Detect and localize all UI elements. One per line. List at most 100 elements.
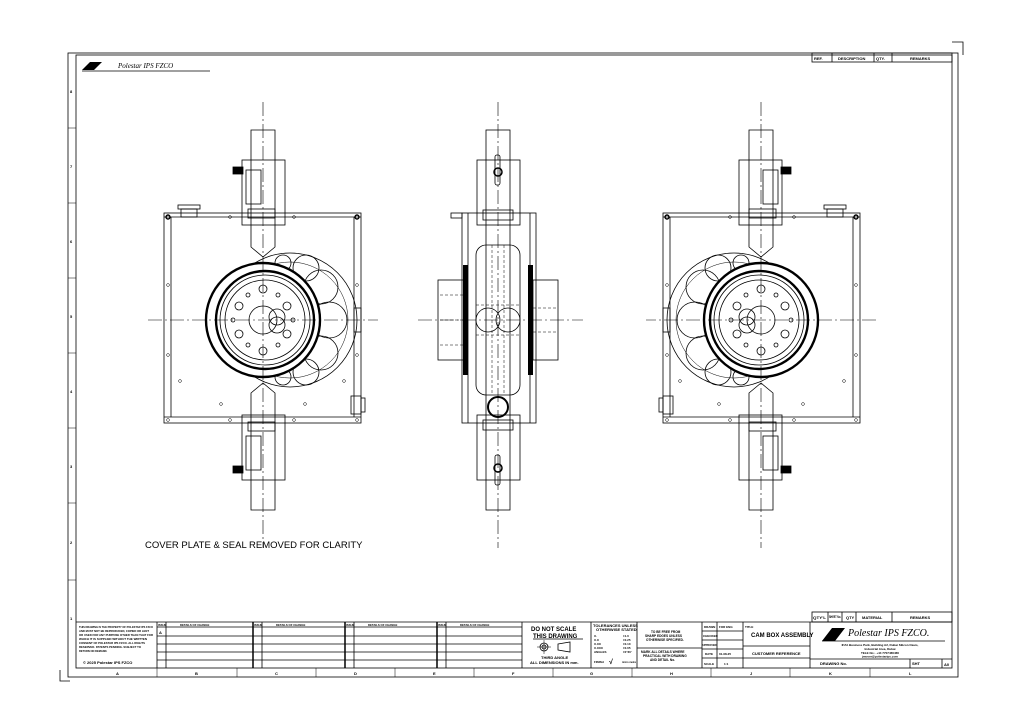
drawing-text: Industrial Area, Dubai xyxy=(865,647,896,651)
logo-mark-icon xyxy=(82,62,102,70)
drawing-text: X.X xyxy=(594,638,599,642)
drawing-text: ±0.05 xyxy=(623,646,631,650)
drawing-text: DRAWN xyxy=(704,625,715,629)
drawing-text: SHARP EDGES UNLESS xyxy=(645,634,682,638)
drawing-text: ANGLES xyxy=(594,650,607,654)
row-label: 1 xyxy=(70,616,73,621)
drawing-text: TO BE FREE FROM xyxy=(651,630,681,634)
col-label: G xyxy=(590,671,593,676)
drawing-text: ISSUE xyxy=(346,623,355,627)
row-label: 3 xyxy=(70,464,73,469)
surface-finish-icon: √ xyxy=(609,658,613,666)
drawing-text: APPROVED xyxy=(702,643,717,647)
col-label: H xyxy=(670,671,673,676)
drawing-text: RETURN ON DEMAND. xyxy=(79,649,108,653)
drawing-text: SHT xyxy=(912,661,921,666)
drawing-text: X. xyxy=(594,634,597,638)
col-label: C xyxy=(275,671,278,676)
drawing-text: ±1.0 xyxy=(623,634,629,638)
drawing-text: REMARKS xyxy=(910,56,931,61)
col-label: B xyxy=(195,671,198,676)
row-label: 4 xyxy=(70,389,73,394)
logo-text: Polestar IPS FZCO xyxy=(117,62,173,70)
drawing-text: DO NOT SCALE xyxy=(531,627,576,633)
drawing-text: ±0.25 xyxy=(623,638,631,642)
title-block: QTY'L SHEET No. QTY MATERIAL REMARKS THI… xyxy=(76,611,953,668)
right-side-view xyxy=(644,100,878,550)
col-label: A xyxy=(116,671,119,676)
drawing-text: DETAILS OF CHANGE xyxy=(180,623,209,627)
drawing-text: QTY. xyxy=(876,56,885,61)
company-logo-icon xyxy=(822,628,845,641)
drawing-text: IFZA Business Park, Building A2, Dubai S… xyxy=(842,643,919,647)
drawing-text: A0 xyxy=(944,662,950,667)
drawing-text: THIS DRAWING IS THE PROPERTY OF POLESTAR… xyxy=(79,625,153,629)
drawing-text: THIRD ANGLE xyxy=(541,655,569,660)
drawing-text: AND DETAIL No. xyxy=(650,658,675,662)
view-note: COVER PLATE & SEAL REMOVED FOR CLARITY xyxy=(145,540,363,551)
row-label: 6 xyxy=(70,239,73,244)
sheet-border-inner xyxy=(75,54,953,669)
drawing-text: ISSUE xyxy=(158,623,167,627)
drawing-text: SHEET No. xyxy=(829,614,841,619)
drawing-text: DETAILS OF CHANGE xyxy=(460,623,489,627)
third-angle-projection-icon xyxy=(537,640,571,654)
revision-a: A xyxy=(159,630,162,635)
drawing-text: ±0°30' xyxy=(623,650,632,654)
copyright: © 2025 Polestar IPS FZCO xyxy=(83,660,132,665)
drawing-text: PRACTICAL WITH DRAWING xyxy=(643,654,687,658)
drawing-text: DETAILS OF CHANGE xyxy=(368,623,397,627)
drawing-text: REF. xyxy=(814,56,823,61)
drawing-text: micro metre xyxy=(622,661,637,664)
row-label: 2 xyxy=(70,540,73,545)
drawing-text: TELE No:- +44 7707466466 xyxy=(861,651,899,655)
col-label: K xyxy=(829,671,832,676)
drawing-text: 01-08-25 xyxy=(719,652,731,656)
drawing-text: OTHERWISE STATED xyxy=(596,627,637,632)
drawing-text: OR USED FOR ANY PURPOSE OTHER THAN THAT … xyxy=(79,633,153,637)
drawing-text: DETAILS OF CHANGE xyxy=(276,623,305,627)
left-side-view xyxy=(146,100,380,550)
row-label: 8 xyxy=(70,89,73,94)
drawing-text: X.XX xyxy=(594,642,601,646)
drawing-text: FOR ENG xyxy=(719,625,733,629)
col-label: L xyxy=(909,671,912,676)
row-label: 5 xyxy=(70,314,73,319)
drawing-text: 1:1 xyxy=(724,662,729,666)
row-labels: 8 7 6 5 4 3 2 1 xyxy=(70,89,73,621)
drawing-text: DRAWING No. xyxy=(820,661,847,666)
drawing-text: ISSUE xyxy=(254,623,263,627)
drawing-title: CAM BOX ASSEMBLY xyxy=(751,633,814,639)
drawing-text: QTY xyxy=(846,615,855,620)
drawing-text: CHECKED xyxy=(703,634,719,638)
col-label: E xyxy=(433,671,436,676)
drawing-text: RESERVED. PATENTS PENDING. SUBJECT TO xyxy=(79,645,141,649)
drawing-text: AND MUST NOT BE REPRODUCED, COPIED OR LE… xyxy=(79,629,149,633)
drawing-text: FINISH xyxy=(594,660,604,664)
drawing-text: DATE xyxy=(705,652,713,656)
header-logo: Polestar IPS FZCO xyxy=(82,62,210,72)
company-name: Polestar IPS FZCO. xyxy=(847,628,929,639)
drawing-text: CONSENT OF POLESTAR IPS FZCO. ALL RIGHTS xyxy=(79,641,145,645)
drawing-text: TOLERANCES UNLESS xyxy=(593,623,638,628)
column-labels: A B C D E F G H J K L xyxy=(116,671,912,676)
drawing-text: MATERIAL xyxy=(862,615,883,620)
drawing-text: jmoore@polestarips.com xyxy=(861,655,898,659)
row-ticks xyxy=(68,127,871,677)
parts-list-header: REF. DESCRIPTION QTY. REMARKS xyxy=(811,52,953,63)
drawing-text: X.XXX xyxy=(594,646,603,650)
drawing-text: REMARKS xyxy=(910,615,931,620)
drawing-text: SCALE xyxy=(704,662,714,666)
drawing-text: QTY'L xyxy=(813,615,827,620)
drawing-text: OTHERWISE SPECIFIED. xyxy=(646,638,684,642)
row-label: 7 xyxy=(70,164,73,169)
drawing-text: ISSUE xyxy=(438,623,447,627)
drawing-text: ALL DIMENSIONS IN mm. xyxy=(530,660,579,665)
drawing-text: TITLE xyxy=(745,625,753,629)
col-label: J xyxy=(750,671,752,676)
sheet-border-outer xyxy=(67,52,959,678)
drawing-text: CUSTOMER REFERENCE xyxy=(752,651,801,656)
drawing-text: MARK ALL DETAILS WHERE xyxy=(641,650,685,654)
drawing-text: DESCRIPTION xyxy=(838,56,865,61)
